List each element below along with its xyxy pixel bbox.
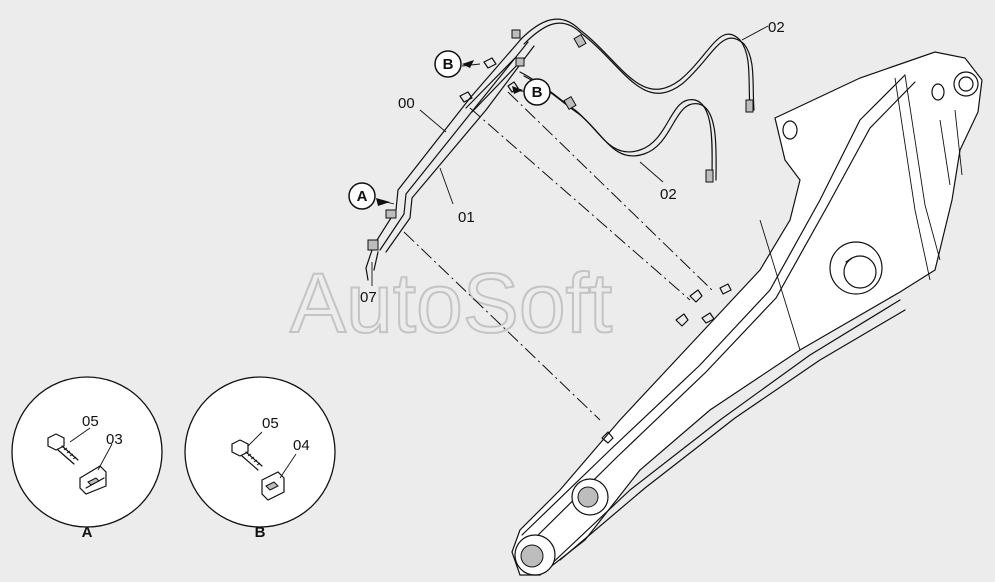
- part-07-fitting: [365, 209, 397, 281]
- callout-a[interactable]: A: [348, 182, 390, 210]
- bolt-05-icon: [231, 439, 263, 471]
- leader-lines: [371, 25, 769, 286]
- detail-view-b: 05 04 B: [184, 376, 336, 541]
- detail-b-label-04: 04: [293, 437, 310, 454]
- detail-b-title: B: [255, 524, 266, 541]
- hoses: [459, 18, 755, 183]
- part-label-00: 00: [398, 95, 415, 112]
- callout-b-right[interactable]: B: [512, 78, 551, 106]
- bolt-05-icon: [47, 433, 79, 465]
- alignment-lines: [403, 91, 713, 421]
- callout-a-text: A: [357, 188, 368, 205]
- clip-03-icon: [79, 465, 107, 495]
- callout-b-left[interactable]: B: [434, 50, 474, 78]
- boom-arm: [511, 51, 983, 576]
- part-label-01: 01: [458, 209, 475, 226]
- detail-b-label-05: 05: [262, 415, 279, 432]
- hydraulic-pipes: [371, 37, 535, 253]
- clamp-04-icon: [261, 471, 285, 501]
- part-label-02-lower: 02: [660, 186, 677, 203]
- detail-a-label-05: 05: [82, 413, 99, 430]
- detail-a-title: A: [82, 524, 93, 541]
- watermark-text: AutoSoft: [290, 256, 612, 350]
- callout-b-right-text: B: [532, 84, 543, 101]
- detail-view-a: 05 03 A: [11, 376, 163, 541]
- detail-a-label-03: 03: [106, 431, 123, 448]
- part-label-02-upper: 02: [768, 19, 785, 36]
- part-label-07: 07: [360, 289, 377, 306]
- callout-b-left-text: B: [443, 56, 454, 73]
